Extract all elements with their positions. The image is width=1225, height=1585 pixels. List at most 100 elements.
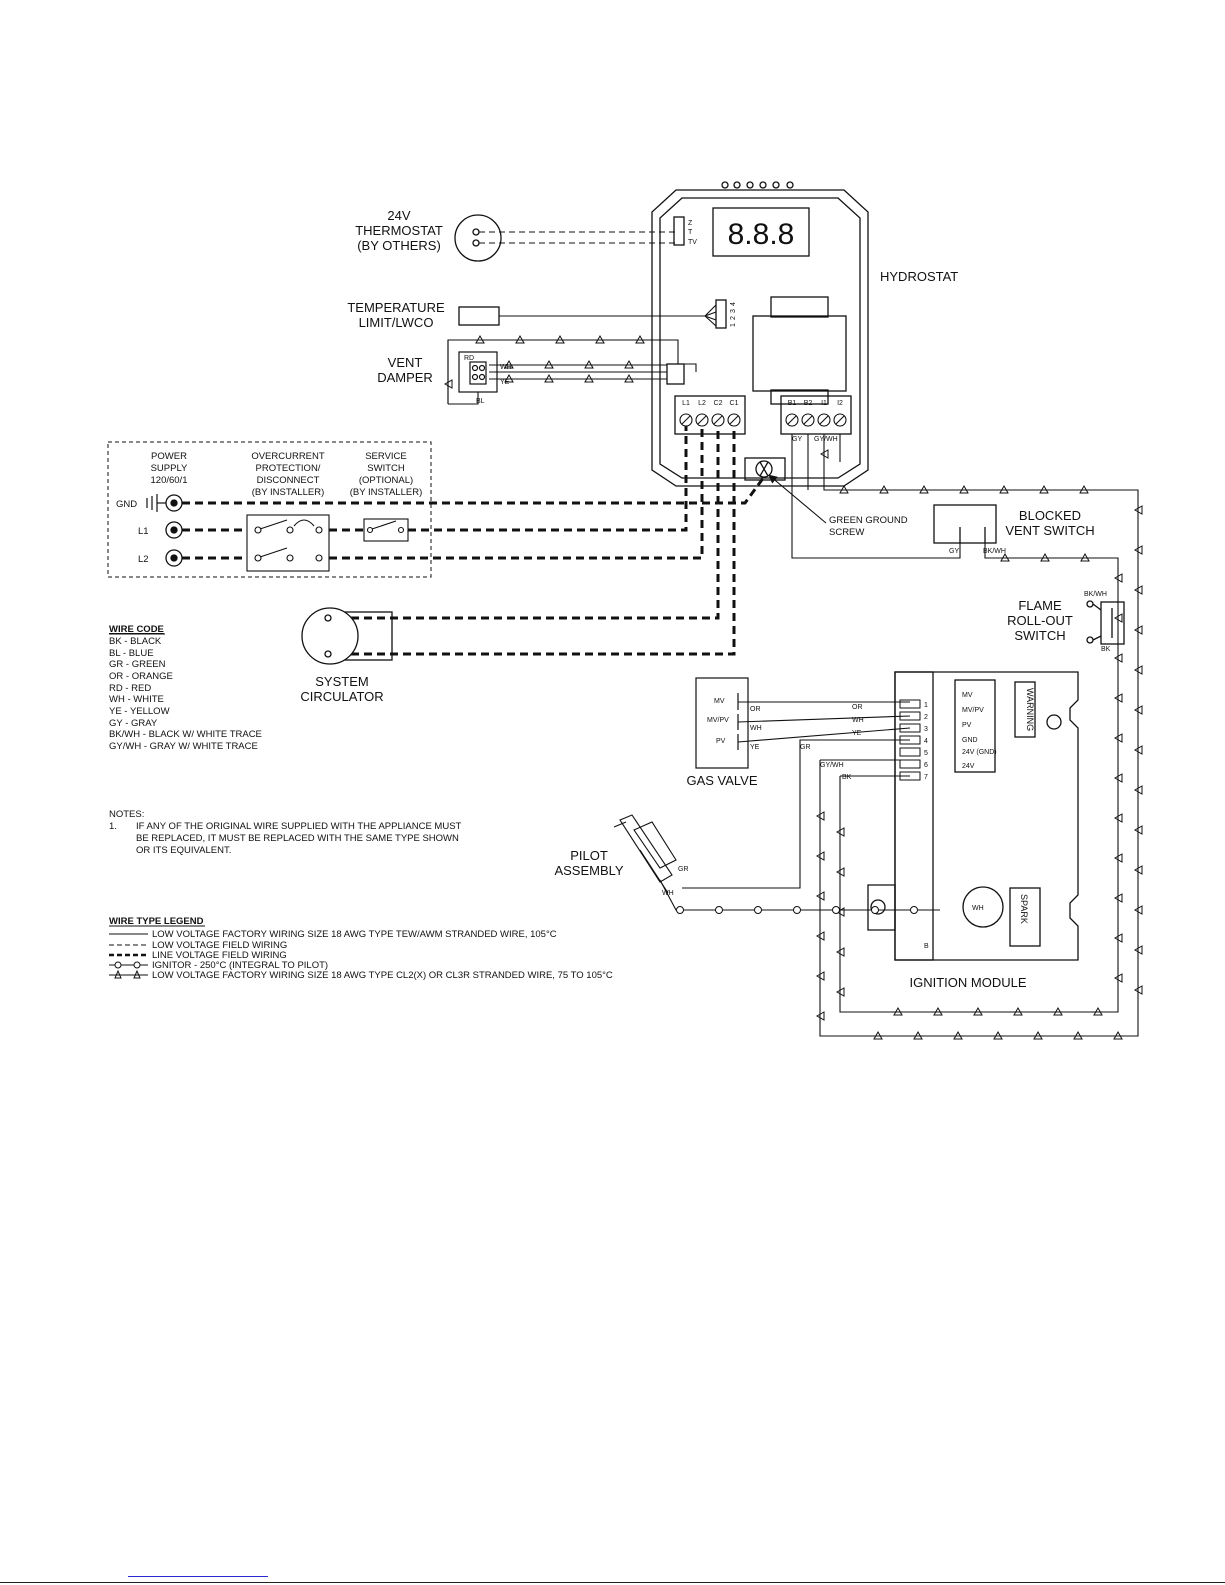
cl2-wire-marker <box>1073 1030 1083 1040</box>
wire-code-title: WIRE CODE <box>109 624 164 635</box>
display-window <box>712 207 810 257</box>
cl2-wire-marker <box>555 334 565 344</box>
wire-code-item: GY - GRAY <box>109 718 158 729</box>
wire-code-item: GY/WH - GRAY W/ WHITE TRACE <box>109 741 258 752</box>
cl2-wire-marker <box>815 851 825 861</box>
cl2-wire-marker <box>1133 545 1143 555</box>
thermostat-label-line-2: THERMOSTAT <box>355 223 443 238</box>
cl2-wire-marker <box>1000 552 1010 562</box>
green-ground-label-line-2: SCREW <box>829 527 864 538</box>
power-supply-box <box>107 441 432 578</box>
cl2-wire-marker <box>1133 825 1143 835</box>
temperature-limit-label: TEMPERATURE LIMIT/LWCO <box>347 300 445 330</box>
low-terminal-block <box>780 395 852 435</box>
wire-tag-ye-module: YE <box>852 730 862 737</box>
ignitor-marker <box>910 906 918 914</box>
module-pin-3: 3 <box>924 726 928 733</box>
cl2-wire-marker <box>443 379 453 389</box>
hydrostat-display: 8.8.8 <box>728 218 795 251</box>
line-terminal-screws <box>679 413 741 427</box>
cl2-wire-marker <box>1039 484 1049 494</box>
cl2-wire-marker <box>1113 653 1123 663</box>
footer-rule <box>0 1582 1225 1583</box>
cl2-wire-marker <box>873 1030 883 1040</box>
factory-wiring-105c <box>682 434 961 889</box>
gnd-label: GND <box>116 499 137 510</box>
module-pin-4: 4 <box>924 738 928 745</box>
thermostat-label-line-3: (BY OTHERS) <box>357 238 441 253</box>
green-ground-label: GREEN GROUND SCREW <box>829 515 908 538</box>
cl2-wire-marker <box>515 334 525 344</box>
terminal-b2: B2 <box>804 400 813 407</box>
notes-number: 1. <box>109 821 117 832</box>
cl2-wire-marker <box>1133 625 1143 635</box>
power-supply-label: POWER SUPPLY 120/60/1 <box>151 451 189 486</box>
wire-code-block: WIRE CODE BK - BLACK BL - BLUE GR - GREE… <box>109 624 262 752</box>
module-pin-5: 5 <box>924 750 928 757</box>
ground-lug <box>744 457 786 481</box>
power-terminals <box>165 494 183 567</box>
terminal-c1: C1 <box>730 400 739 407</box>
cl2-wire-marker <box>1113 933 1123 943</box>
legend-swatches <box>109 933 148 979</box>
wire-code-item: OR - ORANGE <box>109 671 173 682</box>
temperature-limit-wire <box>499 304 717 327</box>
ignition-module-label: IGNITION MODULE <box>909 975 1026 990</box>
ground-symbol <box>146 494 166 512</box>
low-terminal-labels: B1 B2 I1 I2 <box>788 400 843 407</box>
terminal-i1: I1 <box>821 400 827 407</box>
cl2-wire-marker <box>1113 813 1123 823</box>
vent-damper-label: VENT DAMPER <box>377 355 433 385</box>
cl2-wire-marker <box>504 359 514 369</box>
gas-valve-mv: MV <box>714 698 725 705</box>
cl2-wire-marker <box>1113 773 1123 783</box>
line-voltage-wiring <box>182 426 766 656</box>
notes-block: NOTES: 1. IF ANY OF THE ORIGINAL WIRE SU… <box>109 809 462 856</box>
pilot-assembly-label-line-1: PILOT <box>570 848 608 863</box>
overcurrent-label-line-1: OVERCURRENT <box>251 451 325 462</box>
wire-tag-wh-module: WH <box>852 717 864 724</box>
limit-pin-1: 1 <box>730 323 737 327</box>
blocked-vent-label: BLOCKED VENT SWITCH <box>1005 508 1094 538</box>
terminal-l1: L1 <box>682 400 690 407</box>
wire-tag-gywh-module: GY/WH <box>820 762 844 769</box>
overcurrent-label-line-4: (BY INSTALLER) <box>252 487 325 498</box>
cl2-wire-marker <box>933 1006 943 1016</box>
wire-tag-wh-valve: WH <box>750 725 762 732</box>
overcurrent-label-line-3: DISCONNECT <box>257 475 320 486</box>
cl2-wire-marker <box>999 484 1009 494</box>
cl2-wire-marker <box>993 1030 1003 1040</box>
service-switch-label-line-4: (BY INSTALLER) <box>350 487 423 498</box>
module-label-gnd: GND <box>962 737 978 744</box>
legend-swatch-ignitor-mark <box>133 961 141 969</box>
cl2-wire-marker <box>1113 613 1123 623</box>
flame-rollout-label-line-2: ROLL-OUT <box>1007 613 1073 628</box>
temp-limit-label-line-2: LIMIT/LWCO <box>359 315 434 330</box>
cl2-wire-marker <box>1133 985 1143 995</box>
wire-tag-gr-module: GR <box>800 744 811 751</box>
notes-line: IF ANY OF THE ORIGINAL WIRE SUPPLIED WIT… <box>136 821 462 832</box>
flame-rollout-label-line-3: SWITCH <box>1014 628 1065 643</box>
cl2-wire-marker <box>1133 665 1143 675</box>
pilot-assembly-label: PILOT ASSEMBLY <box>554 848 623 878</box>
ignitor-marker <box>871 906 879 914</box>
cl2-wire-run <box>819 434 1139 1037</box>
cl2-wire-marker <box>1113 693 1123 703</box>
cl2-wire-marker <box>544 359 554 369</box>
power-supply-label-line-2: SUPPLY <box>151 463 188 474</box>
power-supply-label-line-3: 120/60/1 <box>151 475 188 486</box>
terminal-c2: C2 <box>714 400 723 407</box>
terminal-l2: L2 <box>698 400 706 407</box>
ignitor-cable-markers <box>676 906 918 914</box>
cl2-wire-marker <box>959 484 969 494</box>
hydrostat-top-connector <box>721 181 794 189</box>
cl2-wire-marker <box>1053 1006 1063 1016</box>
wire-tag-bkwh-flame: BK/WH <box>1084 591 1107 598</box>
gas-valve-label: GAS VALVE <box>686 773 757 788</box>
ignition-module-pin-numbers: 1 2 3 4 5 6 7 B <box>924 702 929 950</box>
thermostat-terminal-labels: Z T TV <box>688 220 697 246</box>
wire-tag-bkwh-blocked: BK/WH <box>983 548 1006 555</box>
cl2-wire-marker <box>835 867 845 877</box>
wire-tag-gr-pilot: GR <box>678 866 689 873</box>
legend-item: LOW VOLTAGE FIELD WIRING <box>152 940 287 951</box>
